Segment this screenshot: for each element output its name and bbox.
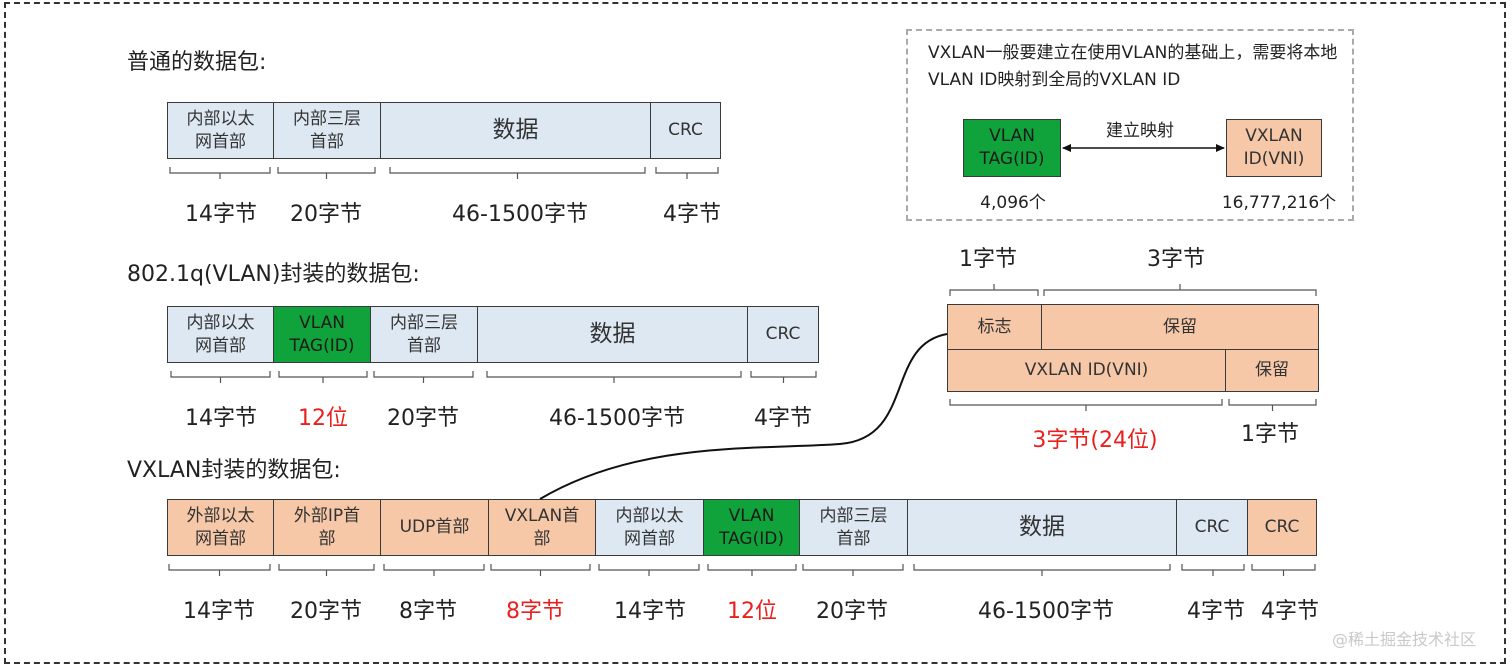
- vxlan-size-label: 4字节: [1261, 599, 1319, 624]
- vlan-size-label: 14字节: [185, 406, 257, 431]
- vxlan-header-reserved-size: 3字节: [1147, 247, 1205, 272]
- note-box: [906, 29, 1354, 221]
- vlan-tag: VLAN TAG(ID): [273, 306, 371, 363]
- diagram-frame: [4, 2, 1506, 664]
- size-brace: [389, 167, 646, 179]
- size-brace: [490, 564, 591, 576]
- vxlan-data: 数据: [907, 499, 1177, 556]
- size-brace: [278, 564, 375, 576]
- vxlan-header-reserved-2: 保留: [1225, 349, 1319, 392]
- vlan-inner-l3-header: 内部三层 首部: [370, 306, 478, 363]
- mapping-label: 建立映射: [1106, 121, 1174, 141]
- vxlan-vlan-tag: VLAN TAG(ID): [703, 499, 800, 556]
- size-brace: [278, 371, 368, 383]
- vxlan-header-flags: 标志: [947, 304, 1042, 350]
- vxlan-header: VXLAN首 部: [488, 499, 596, 556]
- vlan-size-label: 4字节: [754, 406, 812, 431]
- normal-size-label: 4字节: [663, 202, 721, 227]
- vlan-count-label: 4,096个: [980, 193, 1046, 213]
- size-brace: [170, 371, 271, 383]
- size-brace: [598, 564, 700, 576]
- normal-size-label: 46-1500字节: [452, 202, 588, 227]
- note-text: VXLAN一般要建立在使用VLAN的基础上，需要将本地VLAN ID映射到全局的…: [928, 43, 1338, 90]
- vni-count-label: 16,777,216个: [1221, 193, 1337, 213]
- size-brace: [1228, 399, 1317, 411]
- vxlan-size-label: 20字节: [290, 599, 362, 624]
- vxlan-packet-title: VXLAN封装的数据包:: [127, 458, 341, 483]
- vlan-size-label: 20字节: [387, 406, 459, 431]
- size-brace: [1251, 564, 1316, 576]
- normal-size-label: 20字节: [290, 202, 362, 227]
- normal-data: 数据: [380, 102, 651, 159]
- note-vlan-tag-box: VLAN TAG(ID): [963, 119, 1061, 177]
- size-brace: [707, 564, 797, 576]
- vxlan-header-vni: VXLAN ID(VNI): [947, 349, 1226, 392]
- vxlan-size-label: 8字节: [399, 599, 457, 624]
- vlan-packet-title: 802.1q(VLAN)封装的数据包:: [127, 262, 420, 287]
- size-brace: [169, 167, 271, 179]
- size-brace: [486, 371, 742, 383]
- vlan-inner-ethernet-header: 内部以太 网首部: [167, 306, 274, 363]
- vxlan-size-label: 14字节: [614, 599, 686, 624]
- normal-size-label: 14字节: [185, 202, 257, 227]
- vxlan-header-vni-size: 3字节(24位): [1032, 428, 1158, 453]
- note-vxlan-vni-box: VXLAN ID(VNI): [1226, 119, 1322, 177]
- vxlan-header-connector: [539, 333, 948, 500]
- vxlan-size-label: 14字节: [183, 599, 255, 624]
- vxlan-size-label: 8字节: [506, 599, 564, 624]
- size-brace: [383, 564, 485, 576]
- vxlan-size-label: 46-1500字节: [978, 599, 1114, 624]
- size-brace: [655, 167, 719, 179]
- size-brace: [949, 284, 1039, 296]
- vxlan-size-label: 4字节: [1187, 599, 1245, 624]
- vlan-data: 数据: [477, 306, 748, 363]
- normal-inner-ethernet-header: 内部以太 网首部: [167, 102, 274, 159]
- vlan-size-label: 46-1500字节: [549, 406, 685, 431]
- vxlan-inner-crc: CRC: [1176, 499, 1248, 556]
- size-brace: [277, 167, 376, 179]
- normal-packet-title: 普通的数据包:: [127, 50, 267, 75]
- size-brace: [913, 564, 1171, 576]
- normal-inner-l3-header: 内部三层 首部: [273, 102, 381, 159]
- size-brace: [1043, 284, 1317, 296]
- vlan-crc: CRC: [747, 306, 819, 363]
- vxlan-header-reserved-size: 1字节: [1241, 422, 1299, 447]
- size-brace: [750, 371, 817, 383]
- vxlan-size-label: 12位: [727, 599, 777, 624]
- size-brace: [949, 399, 1223, 411]
- vxlan-header-flag-size: 1字节: [959, 247, 1017, 272]
- size-brace: [168, 564, 271, 576]
- vxlan-outer-crc: CRC: [1247, 499, 1317, 556]
- watermark: @稀土掘金技术社区: [1332, 630, 1477, 649]
- vxlan-size-label: 20字节: [816, 599, 888, 624]
- size-brace: [373, 371, 474, 383]
- vxlan-outer-ip-header: 外部IP首 部: [273, 499, 381, 556]
- size-braces: [168, 167, 1317, 576]
- size-brace: [1181, 564, 1245, 576]
- vxlan-udp-header: UDP首部: [380, 499, 489, 556]
- normal-crc: CRC: [650, 102, 721, 159]
- vlan-size-label: 12位: [298, 406, 348, 431]
- size-brace: [802, 564, 904, 576]
- vxlan-inner-ethernet-header: 内部以太 网首部: [595, 499, 704, 556]
- vxlan-inner-l3-header: 内部三层 首部: [799, 499, 908, 556]
